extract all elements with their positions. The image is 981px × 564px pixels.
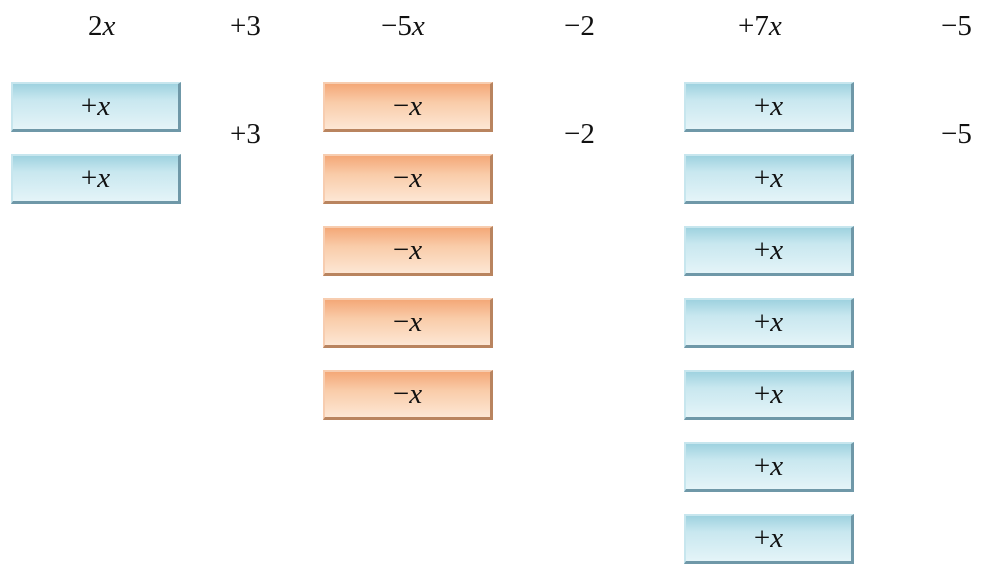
header-term-minus5x: −5x	[381, 8, 425, 44]
tile-variable: x	[770, 378, 784, 410]
negative-x-tile: −x	[323, 226, 493, 276]
term-coefficient: +7	[738, 10, 769, 42]
negative-x-tile: −x	[323, 298, 493, 348]
tile-sign: +	[80, 90, 98, 122]
constant-plus3: +3	[230, 116, 261, 152]
positive-x-tile: +x	[684, 514, 854, 564]
tile-variable: x	[409, 306, 423, 338]
tile-sign: −	[392, 162, 410, 194]
tile-sign: +	[753, 378, 771, 410]
tile-sign: +	[753, 522, 771, 554]
tile-variable: x	[409, 234, 423, 266]
header-term-minus5: −5	[941, 8, 972, 44]
negative-x-tile: −x	[323, 82, 493, 132]
positive-x-tile: +x	[684, 370, 854, 420]
positive-x-tile: +x	[11, 82, 181, 132]
positive-x-tile: +x	[11, 154, 181, 204]
term-constant: −2	[564, 10, 595, 42]
tile-variable: x	[770, 450, 784, 482]
header-term-2x: 2x	[88, 8, 115, 44]
positive-x-tile: +x	[684, 226, 854, 276]
constant-minus5: −5	[941, 116, 972, 152]
positive-x-tile: +x	[684, 154, 854, 204]
tile-sign: +	[753, 234, 771, 266]
term-variable: x	[411, 10, 425, 42]
term-constant: −5	[941, 10, 972, 42]
tile-sign: +	[753, 90, 771, 122]
constant-label: −5	[941, 118, 972, 150]
term-variable: x	[102, 10, 116, 42]
term-coefficient: −5	[381, 10, 412, 42]
tile-sign: −	[392, 378, 410, 410]
header-term-minus2: −2	[564, 8, 595, 44]
constant-label: −2	[564, 118, 595, 150]
tile-sign: −	[392, 306, 410, 338]
tile-sign: +	[80, 162, 98, 194]
tile-sign: +	[753, 450, 771, 482]
positive-x-tile: +x	[684, 82, 854, 132]
tile-variable: x	[409, 90, 423, 122]
positive-x-tile: +x	[684, 298, 854, 348]
tile-variable: x	[770, 234, 784, 266]
header-term-plus3: +3	[230, 8, 261, 44]
tile-variable: x	[409, 162, 423, 194]
tile-sign: −	[392, 90, 410, 122]
constant-label: +3	[230, 118, 261, 150]
tile-sign: +	[753, 306, 771, 338]
tile-variable: x	[770, 306, 784, 338]
constant-minus2: −2	[564, 116, 595, 152]
tile-sign: +	[753, 162, 771, 194]
tile-variable: x	[770, 522, 784, 554]
tile-variable: x	[770, 162, 784, 194]
term-coefficient: 2	[88, 10, 103, 42]
header-term-plus7x: +7x	[738, 8, 782, 44]
tile-variable: x	[97, 90, 111, 122]
term-variable: x	[768, 10, 782, 42]
term-constant: +3	[230, 10, 261, 42]
tile-variable: x	[770, 90, 784, 122]
tile-sign: −	[392, 234, 410, 266]
tile-variable: x	[409, 378, 423, 410]
negative-x-tile: −x	[323, 370, 493, 420]
tile-variable: x	[97, 162, 111, 194]
positive-x-tile: +x	[684, 442, 854, 492]
negative-x-tile: −x	[323, 154, 493, 204]
